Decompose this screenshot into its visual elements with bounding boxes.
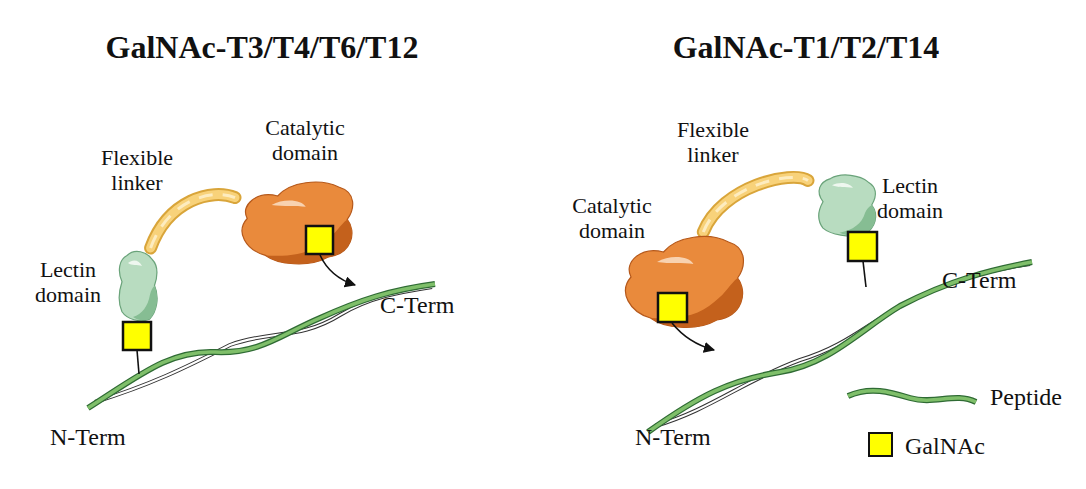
- catalytic-domain: Catalytic domain: [618, 232, 748, 332]
- linker-label: Flexible linker: [667, 118, 759, 167]
- galnac-square: [123, 322, 151, 350]
- catalytic-domain: Catalytic domain: [235, 178, 357, 268]
- lectin-domain: Lectin domain: [808, 172, 883, 238]
- terminus-label: N-Term: [635, 424, 711, 451]
- legend-line-sample: [848, 391, 976, 402]
- glycan-stick: [137, 350, 139, 374]
- domain-blob: [808, 172, 883, 238]
- glycan-stick: [863, 261, 866, 287]
- domain-label: Catalytic domain: [253, 116, 357, 165]
- domain-label: Catalytic domain: [560, 194, 664, 243]
- transfer-arrow: [320, 255, 355, 285]
- legend-text: Peptide: [990, 384, 1062, 411]
- domain-label: Lectin domain: [26, 258, 110, 307]
- legend-swatch: [868, 432, 893, 457]
- terminus-label: C-Term: [380, 292, 454, 319]
- panel-title: GalNAc-T1/T2/T14: [584, 30, 1028, 66]
- flexible-linker: [151, 195, 235, 248]
- terminus-label: N-Term: [50, 424, 126, 451]
- domain-blob: [112, 248, 162, 323]
- lectin-domain: Lectin domain: [112, 248, 162, 323]
- domain-blob: [235, 178, 357, 268]
- domain-blob: [618, 232, 748, 332]
- panel-title: GalNAc-T3/T4/T6/T12: [40, 30, 484, 66]
- domain-label: Lectin domain: [868, 174, 952, 223]
- terminus-label: C-Term: [942, 267, 1016, 294]
- linker-label: Flexible linker: [93, 146, 181, 195]
- legend-text: GalNAc: [905, 433, 985, 460]
- flexible-linker: [703, 177, 808, 232]
